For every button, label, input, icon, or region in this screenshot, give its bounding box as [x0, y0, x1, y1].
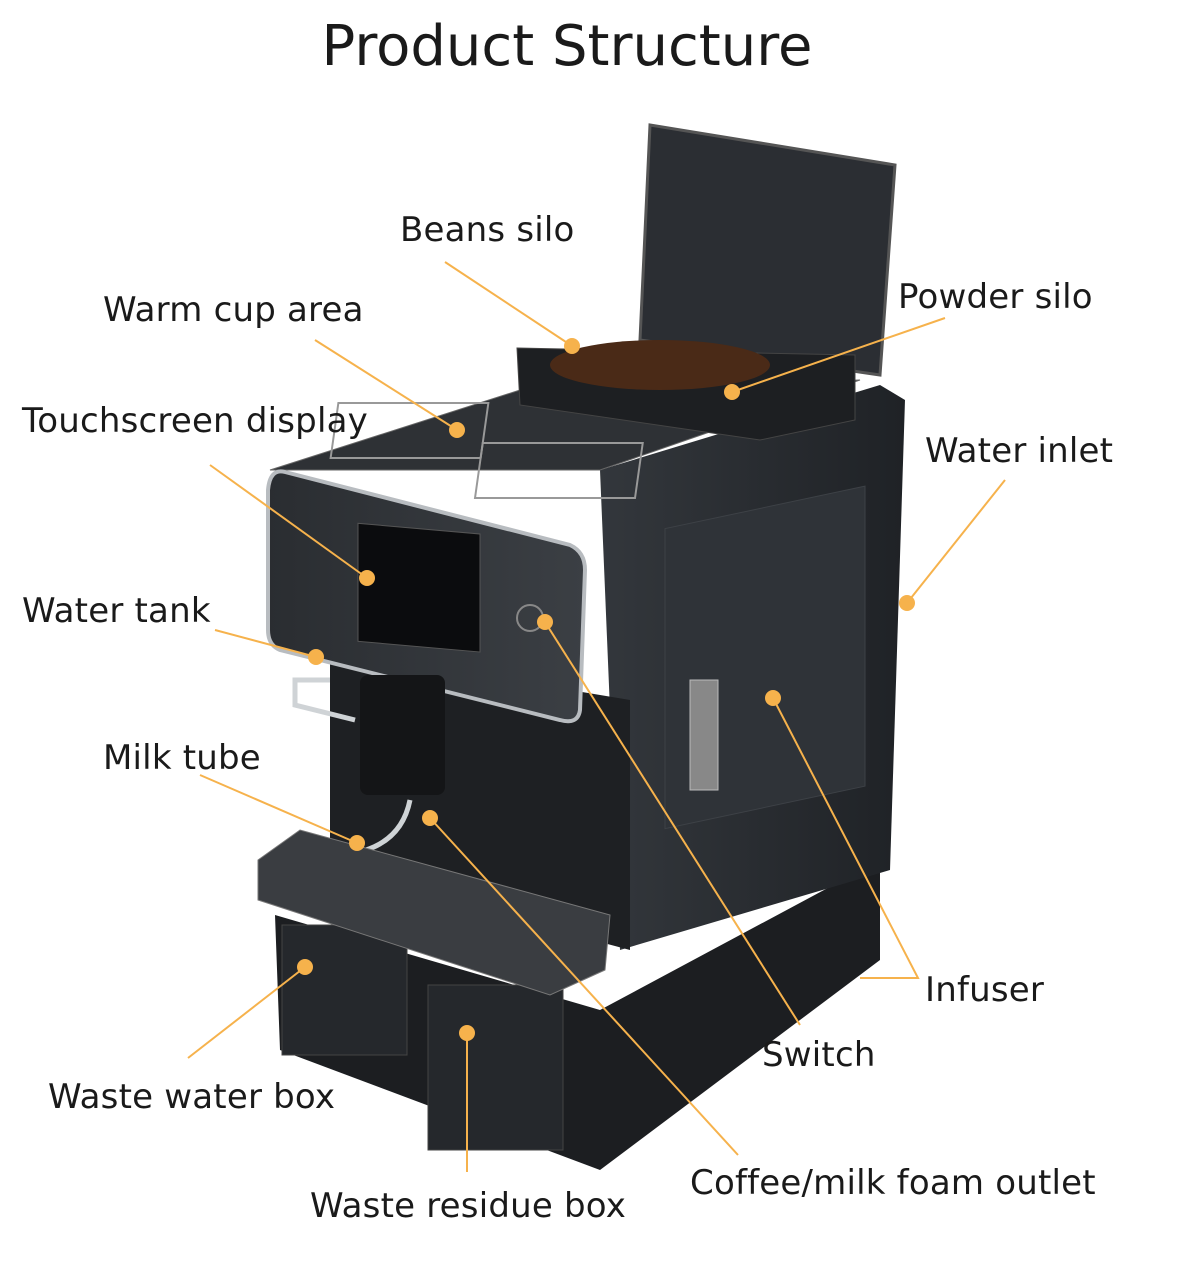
label-touchscreen-display: Touchscreen display: [22, 401, 368, 441]
label-water-inlet: Water inlet: [925, 431, 1114, 471]
leader-lines: [187, 261, 1006, 1172]
side-handle: [689, 679, 719, 791]
touchscreen: [357, 522, 481, 653]
label-water-tank: Water tank: [22, 591, 211, 631]
silo-lid: [638, 123, 897, 377]
coffee-beans: [550, 340, 770, 390]
label-switch: Switch: [762, 1035, 876, 1075]
drip-tray: [257, 829, 611, 996]
waste-residue-drawer: [427, 984, 564, 1151]
label-warm-cup-area: Warm cup area: [103, 290, 364, 330]
spout: [360, 675, 445, 795]
base-unit: [275, 860, 880, 1170]
waste-water-drawer: [281, 924, 408, 1056]
cup-warmer-2: [473, 442, 644, 499]
label-beans-silo: Beans silo: [400, 210, 575, 250]
label-coffee-milk-foam-outlet: Coffee/milk foam outlet: [690, 1163, 1096, 1203]
label-infuser: Infuser: [925, 970, 1045, 1010]
label-milk-tube: Milk tube: [103, 738, 261, 778]
label-powder-silo: Powder silo: [898, 277, 1093, 317]
label-waste-water-box: Waste water box: [48, 1077, 336, 1117]
label-waste-residue-box: Waste residue box: [310, 1186, 627, 1226]
marker-dots: [297, 338, 915, 1041]
diagram-title: Product Structure: [321, 14, 813, 79]
